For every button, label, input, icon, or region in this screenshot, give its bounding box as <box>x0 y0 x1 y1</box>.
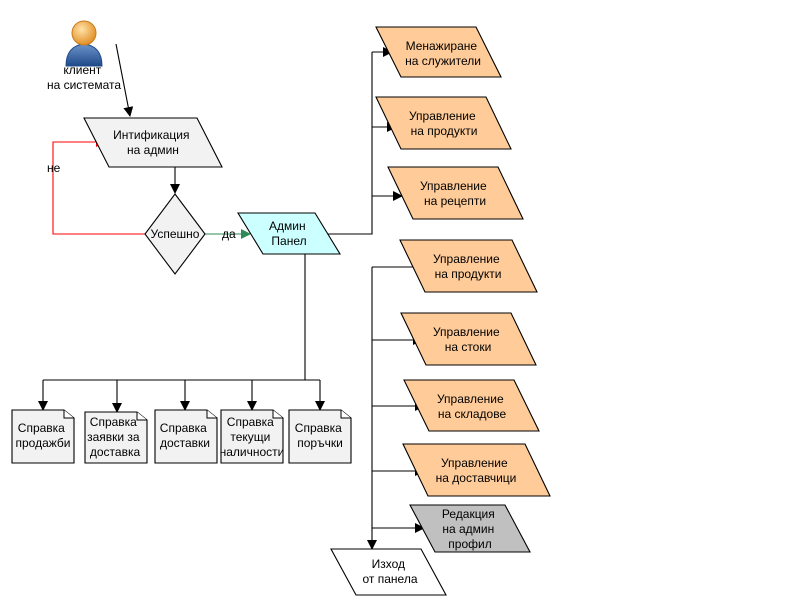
report-label: Справка текущи наличности <box>220 415 285 459</box>
decision-label: Успешно <box>151 227 200 241</box>
edge-no-loop <box>52 137 145 235</box>
report-label: Справка заявки за доставка <box>87 415 143 459</box>
report-1[interactable]: Справка продажби <box>11 409 75 464</box>
report-doc-shape <box>288 409 352 464</box>
module-5[interactable]: Управление на стоки <box>400 312 537 366</box>
yes-label: да <box>222 227 236 241</box>
admin-panel-label: Админ Панел <box>269 219 309 248</box>
report-label: Справка поръчки <box>295 421 345 450</box>
module-2[interactable]: Управление на продукти <box>375 96 512 150</box>
decision-shape <box>144 193 206 275</box>
report-fold <box>272 410 283 419</box>
exit-node[interactable]: Изход от панела <box>330 548 447 596</box>
module-shape <box>375 96 512 150</box>
admin-panel-shape <box>237 212 341 255</box>
module-label: Управление на рецепти <box>420 179 490 208</box>
module-8[interactable]: Редакция на админ профил <box>409 504 531 553</box>
module-shape <box>400 312 537 366</box>
auth-shape <box>83 117 223 168</box>
report-2[interactable]: Справка заявки за доставка <box>84 411 148 464</box>
report-3[interactable]: Справка доставки <box>154 409 218 464</box>
module-label: Управление на складове <box>437 392 507 421</box>
module-6[interactable]: Управление на складове <box>403 379 540 432</box>
edges <box>38 43 425 550</box>
exit-label: Изход от панела <box>363 557 418 586</box>
module-label: Управление на продукти <box>433 252 503 281</box>
module-1[interactable]: Менажиране на служители <box>375 26 502 78</box>
module-shape <box>402 443 551 497</box>
report-label: Справка доставки <box>160 421 210 450</box>
edge-actor-auth <box>115 43 134 117</box>
report-doc-shape <box>220 409 284 464</box>
module-label: Управление на доставчици <box>436 456 517 485</box>
exit-shape <box>330 548 447 596</box>
user-icon <box>65 20 103 67</box>
admin-panel-node[interactable]: Админ Панел <box>237 212 341 255</box>
report-label: Справка продажби <box>16 421 71 450</box>
module-label: Редакция на админ профил <box>442 507 498 551</box>
auth-node[interactable]: Интификация на админ <box>83 117 223 168</box>
edge-trunk-upper <box>327 52 373 235</box>
report-fold <box>206 410 217 419</box>
module-shape <box>399 239 538 293</box>
module-7[interactable]: Управление на доставчици <box>402 443 551 497</box>
module-shape <box>403 379 540 432</box>
report-doc-shape <box>11 409 75 464</box>
report-4[interactable]: Справка текущи наличности <box>220 409 285 464</box>
auth-label: Интификация на админ <box>113 128 193 157</box>
report-fold <box>63 410 74 419</box>
module-shape <box>375 26 502 78</box>
report-fold <box>136 412 147 421</box>
module-label: Управление на стоки <box>433 325 503 354</box>
report-fold <box>340 410 351 419</box>
module-label: Менажиране на служители <box>405 39 481 68</box>
actor-label: клиент на системата <box>47 63 121 92</box>
no-label: не <box>47 161 61 175</box>
module-label: Управление на продукти <box>409 109 479 138</box>
report-doc-shape <box>154 409 218 464</box>
report-5[interactable]: Справка поръчки <box>288 409 352 464</box>
decision-node[interactable]: Успешно <box>144 193 206 275</box>
module-shape <box>409 504 531 553</box>
report-doc-shape <box>84 411 148 464</box>
module-4[interactable]: Управление на продукти <box>399 239 538 293</box>
module-shape <box>387 166 524 220</box>
module-3[interactable]: Управление на рецепти <box>387 166 524 220</box>
